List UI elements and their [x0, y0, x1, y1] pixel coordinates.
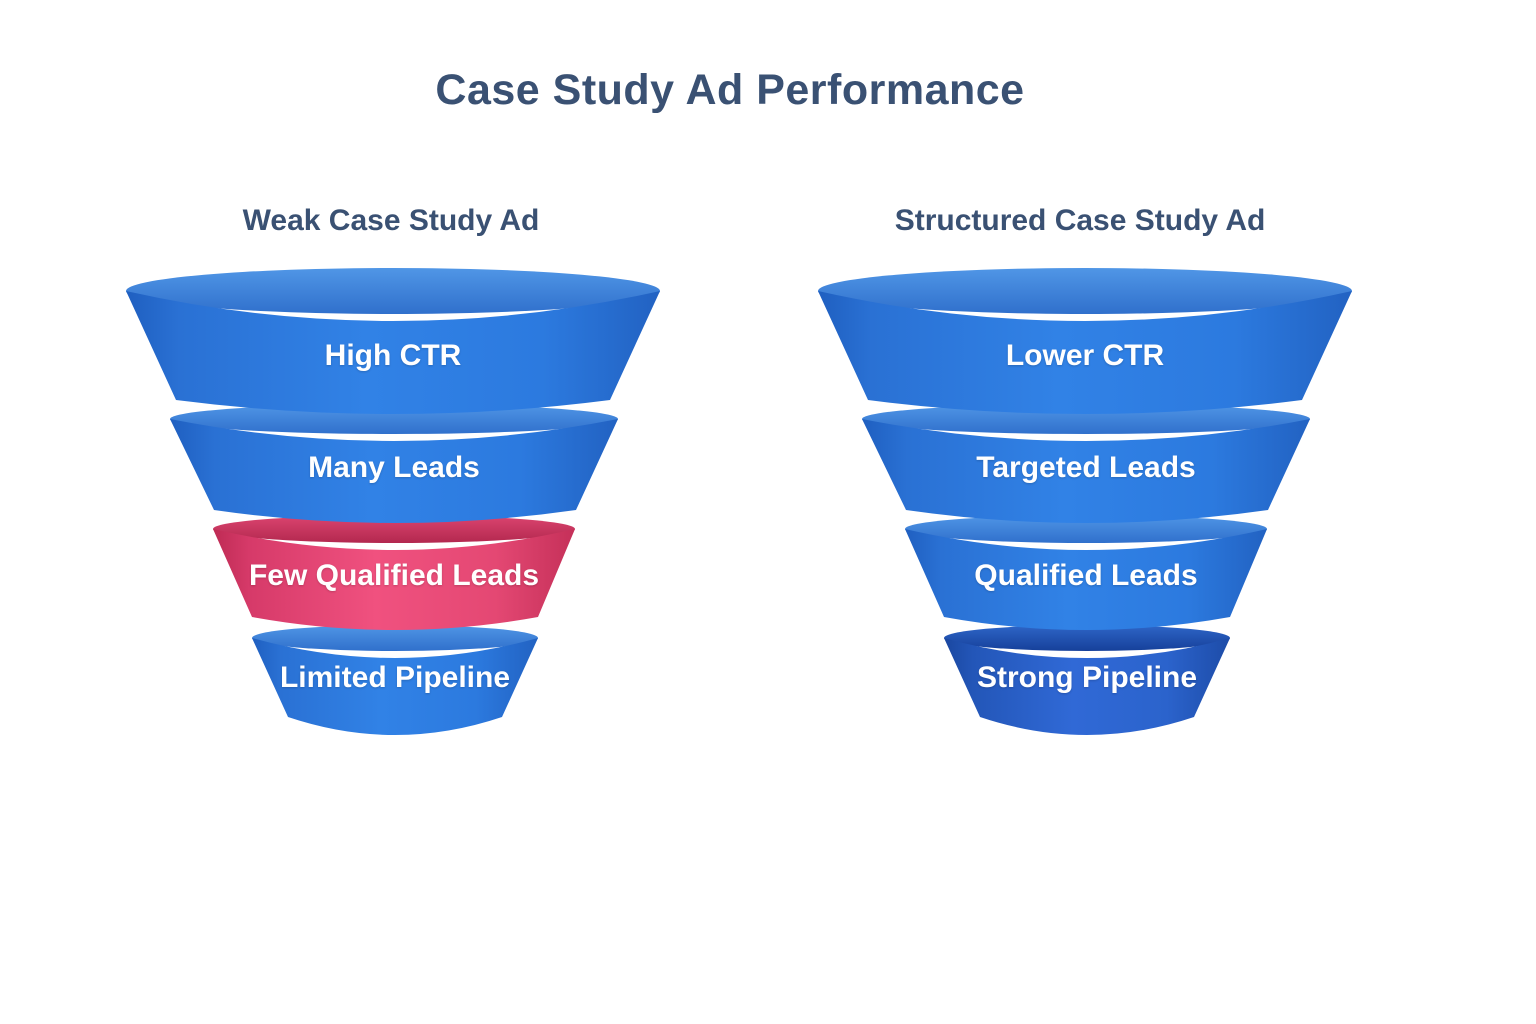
stage-label: Qualified Leads [974, 559, 1197, 592]
stage-label: Lower CTR [1006, 339, 1165, 372]
funnel-stage-body [252, 638, 538, 735]
funnel-weak: High CTR Many Leads Few Qualified Leads … [126, 268, 660, 735]
funnel-header-structured: Structured Case Study Ad [894, 204, 1266, 237]
funnel-stage-lid [905, 515, 1267, 543]
stage-label: Few Qualified Leads [249, 559, 539, 592]
funnel-stage-body [170, 419, 618, 523]
funnel-stage-body [126, 291, 660, 414]
funnel-header-weak: Weak Case Study Ad [242, 204, 540, 237]
funnel-stage-many-leads [170, 404, 618, 523]
funnel-stage-targeted-leads [862, 404, 1310, 523]
stage-label: Many Leads [308, 451, 480, 484]
funnel-stage-lower-ctr [818, 268, 1352, 414]
funnel-stage-body [818, 291, 1352, 414]
funnel-stage-lid [213, 515, 575, 543]
stage-label: Limited Pipeline [280, 661, 510, 694]
funnel-stage-few-qualified-leads [213, 515, 575, 630]
funnel-stage-qualified-leads [905, 515, 1267, 630]
funnel-stage-lid [170, 404, 618, 434]
funnel-stage-lid [862, 404, 1310, 434]
funnel-stage-body [213, 529, 575, 630]
funnel-stage-high-ctr [126, 268, 660, 414]
stage-label: High CTR [325, 339, 462, 372]
page-title: Case Study Ad Performance [435, 66, 1025, 114]
funnel-stage-body [905, 529, 1267, 630]
funnel-stage-lid [944, 625, 1230, 651]
funnel-stage-strong-pipeline [944, 625, 1230, 735]
funnel-stage-body [944, 638, 1230, 735]
funnel-stage-limited-pipeline [252, 625, 538, 735]
funnel-stage-body [862, 419, 1310, 523]
funnel-stage-lid [252, 625, 538, 651]
funnel-structured: Lower CTR Targeted Leads Qualified Leads… [818, 268, 1352, 735]
funnel-stage-lid [126, 268, 660, 314]
funnel-stage-lid [818, 268, 1352, 314]
stage-label: Strong Pipeline [977, 661, 1197, 694]
stage-label: Targeted Leads [976, 451, 1196, 484]
